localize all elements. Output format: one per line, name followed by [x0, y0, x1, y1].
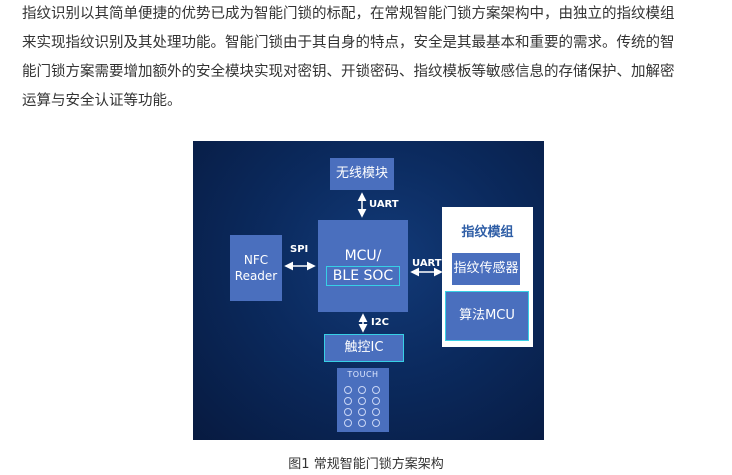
touch-dot	[372, 397, 380, 405]
figure-caption: 图1 常规智能门锁方案架构	[288, 457, 444, 472]
paragraph-line: 来实现指纹识别及其处理功能。智能门锁由于其自身的特点，安全是其最基本和重要的需求…	[22, 35, 675, 51]
article-paragraph: 指纹识别以其简单便捷的优势已成为智能门锁的标配，在常规智能门锁方案架构中，由独立…	[22, 0, 712, 116]
connector-arrows	[284, 192, 443, 333]
nfc-label: NFC	[243, 253, 269, 267]
touch-dot	[344, 419, 352, 427]
i2c-label: I2C	[371, 317, 390, 328]
paragraph-line: 指纹识别以其简单便捷的优势已成为智能门锁的标配，在常规智能门锁方案架构中，由独立…	[22, 6, 675, 22]
architecture-diagram: 无线模块 NFC Reader MCU/ BLE SOC 触控IC TOUCH …	[193, 141, 544, 440]
fingerprint-module-title: 指纹模组	[461, 225, 514, 240]
touch-dot	[344, 397, 352, 405]
touch-label: TOUCH	[347, 370, 379, 379]
ble-soc-label: BLE SOC	[325, 266, 401, 286]
reader-label: Reader	[234, 269, 278, 283]
touch-dot	[358, 408, 366, 416]
uart-top-label: UART	[369, 199, 399, 210]
mcu-ble-soc-block: MCU/ BLE SOC	[318, 220, 408, 312]
wireless-module: 无线模块	[330, 158, 394, 190]
nfc-reader-block: NFC Reader	[230, 235, 282, 301]
touch-dot	[372, 419, 380, 427]
touch-pad: TOUCH	[337, 368, 389, 432]
touch-dot	[372, 386, 380, 394]
touch-dot	[358, 419, 366, 427]
fingerprint-sensor-block: 指纹传感器	[452, 253, 520, 285]
paragraph-line: 运算与安全认证等功能。	[22, 93, 182, 109]
touch-dot	[344, 386, 352, 394]
uart-right-label: UART	[412, 258, 442, 269]
spi-label: SPI	[290, 244, 309, 255]
touch-dot	[344, 408, 352, 416]
touch-dot	[358, 397, 366, 405]
touch-dots	[344, 386, 384, 427]
touch-ic-block: 触控IC	[324, 334, 404, 362]
touch-dot	[372, 408, 380, 416]
algorithm-mcu-block: 算法MCU	[445, 291, 529, 341]
algorithm-mcu-label: 算法MCU	[459, 308, 515, 323]
paragraph-line: 能门锁方案需要增加额外的安全模块实现对密钥、开锁密码、指纹模板等敏感信息的存储保…	[22, 64, 675, 80]
mcu-label: MCU/	[344, 248, 382, 264]
touch-dot	[358, 386, 366, 394]
